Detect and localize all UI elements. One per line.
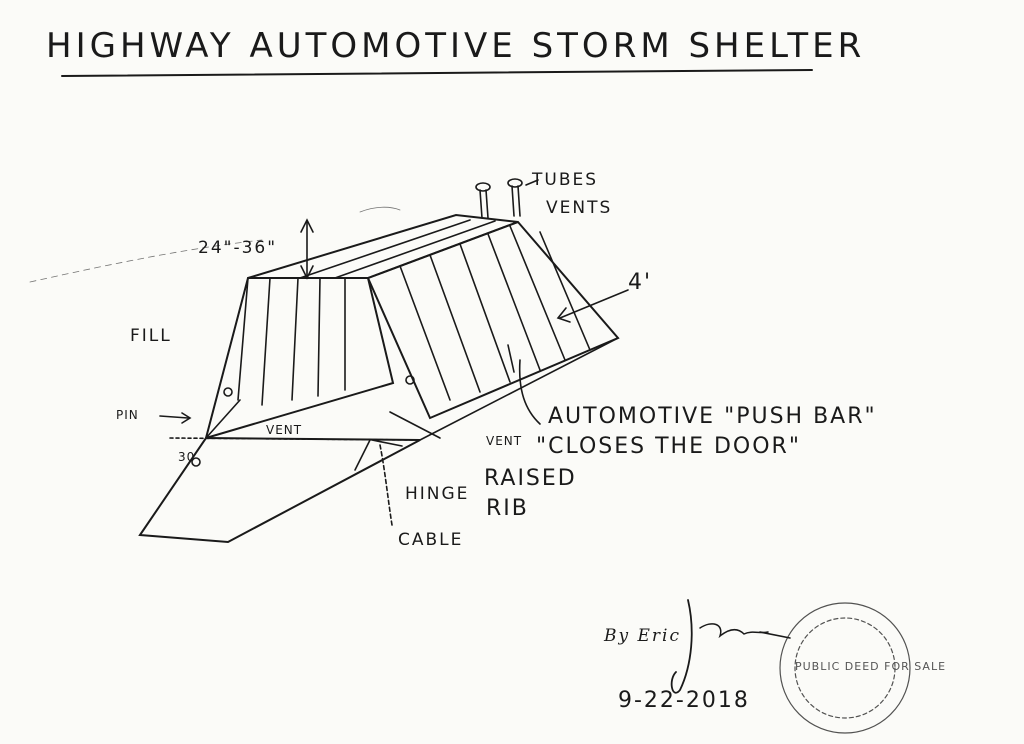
label-rib: RIB <box>486 496 529 521</box>
signature-date: 9-22-2018 <box>618 688 750 713</box>
label-pin: PIN <box>116 408 139 422</box>
notary-stamp <box>779 602 911 734</box>
label-vents-top: VENTS <box>546 198 613 218</box>
roof <box>247 213 519 279</box>
label-push-bar-1: AUTOMOTIVE "PUSH BAR" <box>548 404 877 429</box>
label-push-bar-2: "CLOSES THE DOOR" <box>536 434 801 459</box>
ramp-door <box>138 436 421 544</box>
signature-mark <box>670 599 693 694</box>
label-cable: CABLE <box>398 530 464 550</box>
label-vent-left: VENT <box>266 423 303 437</box>
label-width-dimension: 4' <box>628 270 653 295</box>
page-title: HIGHWAY AUTOMOTIVE STORM SHELTER <box>46 26 866 66</box>
guide-line <box>359 206 401 213</box>
signature-by: By Eric <box>604 626 681 646</box>
side-wall <box>366 220 620 420</box>
vent-tubes <box>475 178 523 219</box>
label-raised: RAISED <box>484 466 577 491</box>
label-tubes: TUBES <box>532 170 599 190</box>
guide-line <box>29 239 263 283</box>
label-vent-right: VENT <box>486 434 523 448</box>
push-bar-leader <box>518 359 541 425</box>
pin-circle <box>223 387 233 397</box>
width-arrow <box>559 289 629 319</box>
hinge-arrow <box>371 439 403 447</box>
pin-arrow <box>159 415 189 419</box>
title-underline <box>61 69 813 77</box>
label-fill: FILL <box>130 326 172 346</box>
label-hinge: HINGE <box>405 484 470 504</box>
label-angle: 30 <box>178 450 196 464</box>
stamp-text: PUBLIC DEED FOR SALE <box>795 660 947 673</box>
front-face <box>204 277 395 440</box>
cable-line <box>379 444 393 526</box>
label-height-dimension: 24"-36" <box>198 238 278 258</box>
